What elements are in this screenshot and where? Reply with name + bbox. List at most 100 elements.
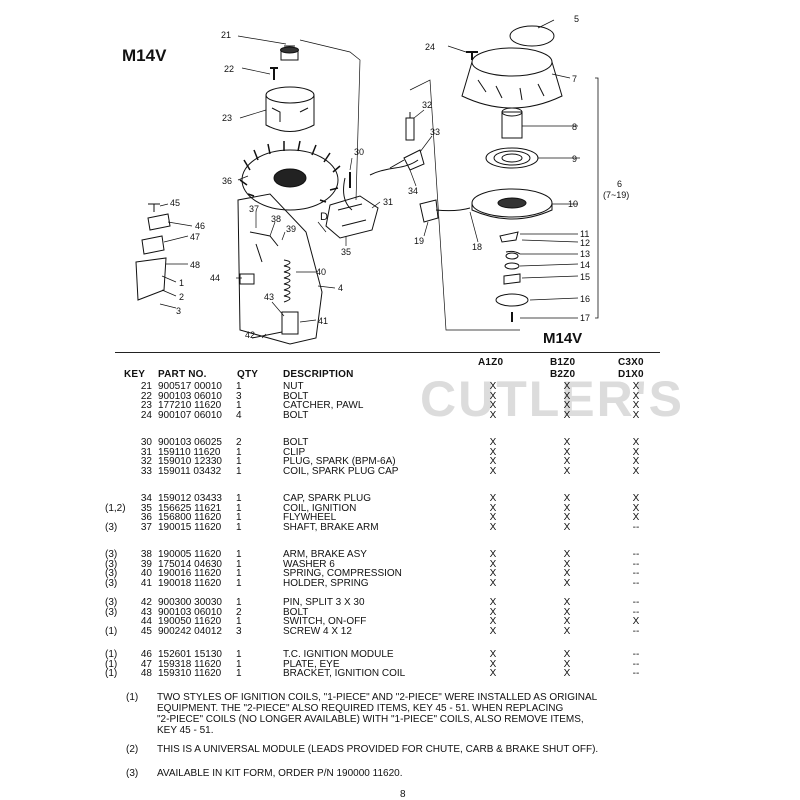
row-c3x0-d1x0: X: [632, 400, 640, 411]
row-description: T.C. IGNITION MODULE: [283, 649, 394, 660]
row-c3x0-d1x0: X: [632, 446, 640, 458]
row-description: PLATE, EYE: [283, 658, 340, 670]
row-description: BOLT: [283, 409, 309, 421]
row-part-number: 156800 11620: [158, 512, 222, 523]
footnote-line: KEY 45 - 51.: [157, 725, 214, 736]
row-part-number: 900242 04012: [158, 625, 222, 637]
diagram-model-label: M14V: [122, 46, 167, 65]
row-c3x0-d1x0: X: [632, 502, 640, 514]
row-part-number: 159011 03432: [158, 465, 222, 477]
row-c3x0-d1x0: X: [632, 512, 640, 523]
part-starter-o-ring: [509, 25, 555, 47]
row-description: BOLT: [283, 390, 309, 402]
row-description: BOLT: [283, 437, 309, 448]
part-clip-wire: [343, 159, 419, 211]
row-b1z0-b2z0: X: [563, 400, 571, 411]
part-switch: [239, 273, 255, 285]
row-part-number: 159012 03433: [158, 493, 222, 504]
row-note: (3): [105, 549, 118, 560]
row-a1z0: X: [489, 502, 497, 514]
row-c3x0-d1x0: X: [632, 437, 640, 448]
part-pawl-catcher-body: [265, 95, 315, 132]
row-part-number: 900517 00010: [158, 381, 222, 392]
callout: 3: [176, 306, 181, 316]
part-compression-spring: [283, 259, 291, 303]
row-key: 34: [140, 493, 152, 504]
part-pawl-catcher-top: [265, 86, 315, 104]
callout: 41: [318, 316, 328, 326]
row-a1z0: X: [489, 456, 497, 467]
row-a1z0: X: [489, 558, 497, 570]
row-part-number: 900103 06010: [158, 390, 222, 402]
row-qty: 1: [236, 577, 242, 589]
watermark: CUTLER'S: [420, 371, 684, 427]
row-key: 38: [140, 549, 152, 560]
header-c3x0: C3X0: [618, 357, 644, 368]
row-note: (1): [105, 625, 118, 637]
row-a1z0: X: [489, 400, 497, 411]
row-qty: 3: [236, 625, 242, 637]
callout: 12: [580, 238, 590, 248]
row-b1z0-b2z0: X: [563, 409, 571, 421]
row-b1z0-b2z0: X: [563, 446, 571, 458]
row-key: 40: [140, 568, 152, 579]
row-b1z0-b2z0: X: [563, 597, 571, 608]
row-a1z0: X: [489, 493, 497, 504]
header-key: KEY: [124, 369, 146, 380]
callout: 22: [224, 64, 234, 74]
callout: 19: [414, 236, 424, 246]
row-c3x0-d1x0: X: [632, 456, 640, 467]
part-screw-45: [148, 203, 160, 212]
row-c3x0-d1x0: X: [632, 390, 640, 402]
footnote-line: THIS IS A UNIVERSAL MODULE (LEADS PROVID…: [157, 744, 599, 755]
part-starter-sleeve: [501, 111, 523, 139]
callout: 33: [430, 127, 440, 137]
row-b1z0-b2z0: X: [563, 549, 571, 560]
row-c3x0-d1x0: X: [632, 409, 640, 421]
row-part-number: 190016 11620: [158, 568, 222, 579]
row-key: 21: [140, 381, 152, 392]
row-part-number: 159110 11620: [158, 446, 221, 458]
row-note: (3): [105, 568, 118, 579]
callout: 31: [383, 197, 393, 207]
footnote-number: (2): [126, 744, 139, 755]
part-pawl: [499, 231, 519, 243]
callout: 36: [222, 176, 232, 186]
callout: 1: [179, 278, 184, 288]
callout: 10: [568, 199, 578, 209]
row-part-number: 159010 12330: [158, 456, 222, 467]
row-a1z0: X: [489, 437, 497, 448]
row-b1z0-b2z0: X: [563, 668, 571, 679]
part-washer-14: [504, 262, 520, 270]
callout: D: [320, 211, 328, 223]
row-qty: 1: [236, 568, 242, 579]
row-note: (3): [105, 521, 118, 533]
part-flywheel: [241, 149, 339, 211]
row-description: WASHER 6: [283, 558, 335, 570]
row-note: (1): [105, 668, 118, 679]
row-b1z0-b2z0: X: [563, 521, 571, 533]
row-description: CAP, SPARK PLUG: [283, 493, 371, 504]
row-description: CLIP: [283, 446, 306, 458]
row-a1z0: X: [489, 549, 497, 560]
row-a1z0: X: [489, 616, 497, 627]
row-key: 37: [140, 521, 152, 533]
row-part-number: 156625 11621: [158, 502, 222, 514]
row-description: NUT: [283, 381, 304, 392]
row-c3x0-d1x0: --: [632, 668, 640, 679]
row-note: (3): [105, 577, 118, 589]
footnote-line: "2-PIECE" COILS (NO LONGER AVAILABLE) WI…: [157, 714, 584, 725]
row-c3x0-d1x0: X: [632, 493, 640, 504]
row-key: 32: [140, 456, 152, 467]
